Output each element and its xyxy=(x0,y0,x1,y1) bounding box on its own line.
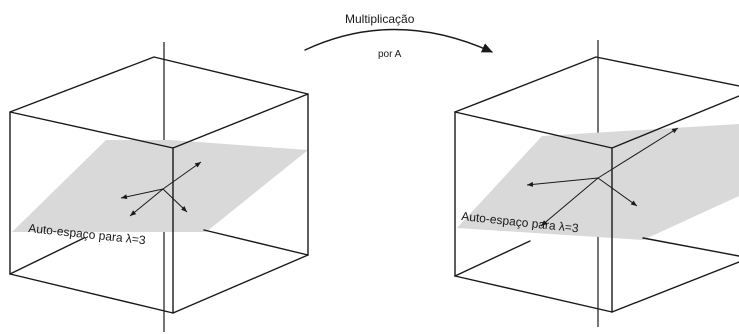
right-cube-edge xyxy=(642,237,739,257)
left-vector xyxy=(120,188,164,200)
right-cube-panel: Auto-espaço para λ=3 xyxy=(454,40,739,327)
left-vectors xyxy=(120,161,202,217)
left-vector xyxy=(162,188,188,213)
transform-arrow xyxy=(304,28,493,53)
left-cube-edge xyxy=(172,254,309,314)
right-vectors xyxy=(526,127,679,227)
left-vector xyxy=(129,188,164,217)
left-vector xyxy=(162,161,202,190)
left-cube-panel: Auto-espaço para λ=3 xyxy=(9,42,309,332)
right-vector xyxy=(526,177,599,187)
right-cube-edge xyxy=(454,275,613,313)
transform-sublabel: por A xyxy=(378,49,402,60)
right-cube-edge xyxy=(454,240,531,277)
left-eigenspace-plane xyxy=(12,140,308,232)
right-cube-top-edges xyxy=(454,56,739,113)
transform-arrow-group: Multiplicação por A xyxy=(304,12,493,60)
right-eigenspace-plane xyxy=(457,124,739,240)
right-vector xyxy=(540,177,599,227)
transform-label: Multiplicação xyxy=(345,12,415,26)
right-vector xyxy=(597,177,638,207)
left-cube-top-face xyxy=(9,56,309,149)
left-cube-edge xyxy=(9,237,85,275)
right-cube-edge xyxy=(611,261,739,313)
left-cube-edge xyxy=(9,273,174,314)
left-cube-edge xyxy=(203,229,309,256)
right-vector xyxy=(597,127,679,179)
